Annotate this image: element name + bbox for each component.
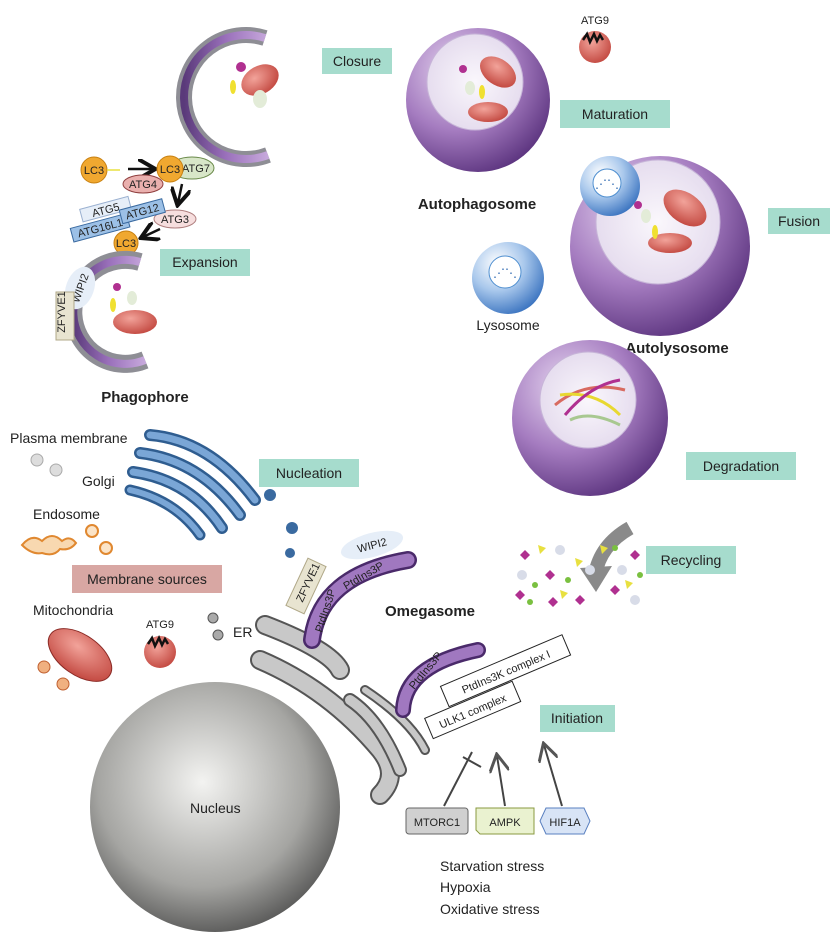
autophagosome xyxy=(406,28,550,172)
label-autophagosome: Autophagosome xyxy=(418,196,536,213)
step-expansion: Expansion xyxy=(172,254,237,270)
membrane-sources-box xyxy=(72,565,222,593)
mitochondrion-cargo xyxy=(241,64,279,96)
endosome xyxy=(20,535,78,556)
stress-1: Hypoxia xyxy=(440,879,491,895)
activation-arrow xyxy=(497,756,505,807)
label-golgi: Golgi xyxy=(82,473,115,489)
step-maturation-box xyxy=(560,100,670,128)
step-initiation-box xyxy=(540,705,615,732)
closure-phagophore xyxy=(176,27,279,167)
label-plasma-membrane: Plasma membrane xyxy=(10,430,128,446)
ampk: AMPK xyxy=(489,817,521,829)
activation-arrow xyxy=(544,745,563,807)
step-closure-box xyxy=(322,48,392,74)
step-degradation: Degradation xyxy=(703,458,779,474)
atg4: ATG4 xyxy=(129,179,157,191)
label-autolysosome: Autolysosome xyxy=(625,340,728,357)
label-atg9: ATG9 xyxy=(146,619,174,631)
atg9-vesicle-top xyxy=(579,31,611,63)
autolysosome: ⋰⋱ xyxy=(570,156,750,336)
hif1a: HIF1A xyxy=(549,817,581,829)
step-nucleation-box xyxy=(259,459,359,487)
label-endosome: Endosome xyxy=(33,506,100,522)
label-atg9-top: ATG9 xyxy=(581,15,609,27)
mitochondrion xyxy=(47,628,113,682)
stress-0: Starvation stress xyxy=(440,858,544,874)
label-mitochondria: Mitochondria xyxy=(33,602,113,618)
ulk1-complex-box xyxy=(424,680,522,740)
label-lysosome: Lysosome xyxy=(476,317,540,333)
omegasome-membranes: WIPI2 ZFYVE1 PtdIns3P PtdIns3P PtdIns3P xyxy=(285,530,486,718)
recycling-products xyxy=(515,521,643,607)
cargo-dot xyxy=(236,62,246,72)
membrane-sources-title: Membrane sources xyxy=(87,571,207,587)
label-nucleus: Nucleus xyxy=(190,800,241,816)
step-recycling: Recycling xyxy=(661,552,722,568)
lc3-b: LC3 xyxy=(160,164,180,176)
hif1a-box xyxy=(539,807,591,835)
label-omegasome: Omegasome xyxy=(385,603,475,620)
golgi xyxy=(124,429,298,558)
step-expansion-box xyxy=(160,249,250,276)
arrow-icon xyxy=(178,183,182,203)
mtorc1-box xyxy=(405,807,469,835)
step-nucleation: Nucleation xyxy=(276,465,342,481)
endoplasmic-reticulum xyxy=(250,615,430,805)
lc3-c: LC3 xyxy=(116,238,136,250)
step-recycling-box xyxy=(646,546,736,574)
nucleus xyxy=(90,682,340,932)
cargo-green xyxy=(253,90,267,108)
arrow-icon xyxy=(143,229,160,237)
step-closure: Closure xyxy=(333,53,381,69)
ampk-box xyxy=(475,807,535,835)
atg3: ATG3 xyxy=(161,214,189,226)
degrading-autolysosome xyxy=(512,340,668,496)
zfyve1: ZFYVE1 xyxy=(56,291,68,333)
phagophore-membrane-inner xyxy=(180,31,270,163)
label-phagophore: Phagophore xyxy=(101,389,189,406)
step-fusion-box xyxy=(768,208,830,234)
ptdins3k-complex-box xyxy=(439,634,572,708)
recycling-arrow-icon xyxy=(580,566,612,592)
step-fusion: Fusion xyxy=(778,213,820,229)
label-er: ER xyxy=(233,624,252,640)
step-maturation: Maturation xyxy=(582,106,648,122)
step-degradation-box xyxy=(686,452,796,480)
svg-text:⋰⋱: ⋰⋱ xyxy=(493,266,517,280)
mtorc1: MTORC1 xyxy=(414,817,460,829)
lysosome: ⋰⋱ xyxy=(472,242,544,314)
atg7: ATG7 xyxy=(182,163,210,175)
inhibition-arrow xyxy=(443,751,473,807)
expansion-conjugation: LC3 ATG7 LC3 ATG4 ATG3 ATG5 ATG16L1 ATG1… xyxy=(55,155,215,373)
step-initiation: Initiation xyxy=(551,710,603,726)
cargo-yellow xyxy=(230,80,236,94)
stress-2: Oxidative stress xyxy=(440,901,540,917)
svg-text:⋰⋱: ⋰⋱ xyxy=(595,177,619,191)
lc3-a: LC3 xyxy=(84,165,104,177)
